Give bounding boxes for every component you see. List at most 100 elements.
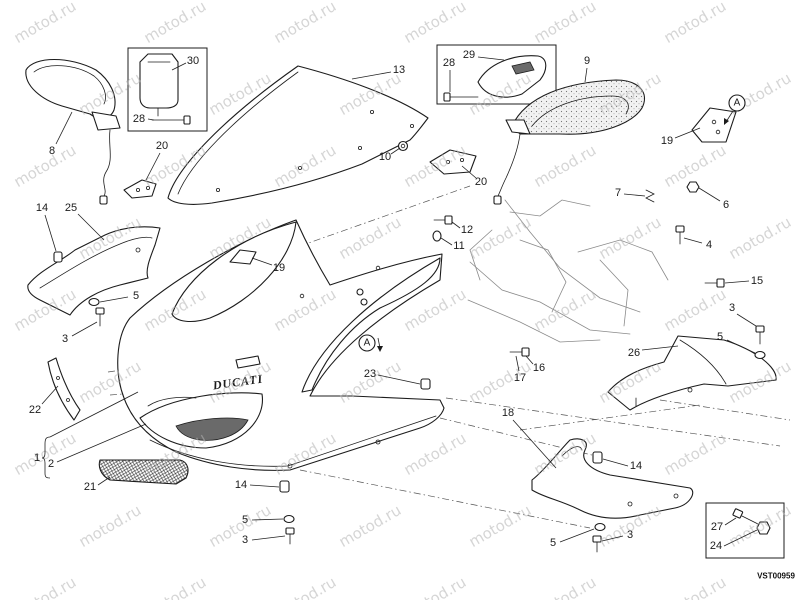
bracket-body: [531, 438, 694, 519]
leader-line: [249, 484, 280, 488]
leader-line: [512, 419, 557, 469]
grille-mesh: [98, 459, 189, 485]
leader-line: [351, 71, 392, 80]
callout-label: 14: [36, 202, 48, 214]
bolt-head: [285, 527, 295, 535]
leader-line: [698, 187, 721, 202]
callout-label: 16: [533, 362, 545, 374]
trim-body: [47, 357, 81, 421]
frame-line: [509, 199, 591, 217]
bolt-15: [704, 278, 725, 288]
washer-5: [88, 297, 100, 307]
screw-27-shank: [741, 515, 759, 525]
leader-line: [683, 237, 703, 244]
watermark-text: motod.ru: [11, 0, 80, 47]
marker-arrowhead: [724, 118, 729, 125]
panel-hole: [687, 387, 693, 393]
windscreen-hole: [215, 187, 220, 192]
bracket-hole: [673, 493, 679, 499]
watermark-text: motod.ru: [661, 285, 730, 335]
leader-line: [525, 355, 534, 365]
bolt-4: [675, 225, 685, 245]
callout-label: 3: [62, 333, 68, 345]
grommet-14: [592, 451, 603, 464]
callout-label: 14: [235, 479, 247, 491]
leader-line: [44, 214, 57, 252]
callout-label: 30: [187, 55, 199, 67]
callout-label: 5: [133, 290, 139, 302]
bolt-3: [95, 307, 105, 327]
watermark-text: motod.ru: [531, 0, 600, 47]
mirror-housing: [25, 58, 116, 119]
bolt-head: [444, 215, 453, 225]
windscreen: [167, 65, 429, 205]
windscreen-13: [167, 65, 429, 205]
marker-letter: A: [734, 98, 741, 109]
callout-label: 5: [717, 331, 723, 343]
assembly-line: [299, 185, 471, 247]
drawing-code: VST00959: [757, 572, 795, 581]
watermark-text: motod.ru: [661, 429, 730, 479]
leader-line: [99, 296, 129, 303]
frame-line: [519, 239, 567, 313]
leader-line: [56, 423, 147, 463]
trim-hole: [66, 398, 70, 402]
watermark-text: motod.ru: [531, 285, 600, 335]
bracket-20-left: [123, 179, 157, 199]
detail-box-right: [436, 44, 557, 105]
callout-label: 6: [723, 199, 729, 211]
front-fairing: DUCATI: [117, 219, 445, 471]
callout-label: 17: [514, 372, 526, 384]
leader-line: [726, 339, 756, 354]
watermark-text: motod.ru: [11, 141, 80, 191]
plate-19-right: [691, 107, 737, 143]
callout-label: 20: [156, 140, 168, 152]
watermark-text: motod.ru: [531, 141, 600, 191]
mirror-right: [493, 79, 645, 205]
watermark-text: motod.ru: [271, 573, 340, 600]
fairing-connector: [235, 355, 261, 369]
grille-21: [98, 459, 189, 485]
leader-line: [515, 355, 520, 372]
mirror-left: [25, 58, 121, 205]
watermark-text: motod.ru: [141, 0, 210, 47]
leader-line: [736, 313, 757, 327]
detail-box-frame: [436, 44, 557, 105]
air-intake-duct: [175, 417, 249, 441]
bolt-head: [675, 225, 685, 233]
bolt-3: [285, 527, 295, 545]
callout-label: 7: [615, 187, 621, 199]
fairing-hole: [287, 463, 293, 469]
leader-line: [724, 280, 750, 284]
frame-line: [504, 199, 641, 313]
spring-clip: [645, 189, 655, 203]
watermark-text: motod.ru: [336, 501, 405, 551]
leader-line: [584, 67, 588, 83]
callout-label: 4: [706, 239, 712, 251]
callout-labels: 30 28 8 20 13 10 29 28 9 19 20 7 6 14 25…: [29, 49, 763, 552]
callout-label: 26: [628, 347, 640, 359]
callout-label: 23: [364, 368, 376, 380]
callout-label: 25: [65, 202, 77, 214]
windscreen-hole: [357, 145, 362, 150]
callout-label: 3: [627, 529, 633, 541]
watermark-text: motod.ru: [401, 573, 470, 600]
leader-line: [171, 62, 187, 71]
reference-marker-a: A: [358, 334, 383, 352]
leader-line: [390, 147, 401, 155]
leader-line: [251, 257, 273, 266]
mirror-cable: [103, 129, 111, 197]
mirror-stem: [91, 111, 121, 131]
leader-line: [559, 528, 595, 543]
nut-body: [397, 140, 409, 152]
leader-line: [602, 458, 629, 467]
windscreen-hole: [409, 124, 414, 129]
leader-line: [251, 518, 284, 521]
fairing-hole: [375, 439, 381, 445]
callout-label: 5: [242, 514, 248, 526]
fairing-grommet: [360, 298, 368, 306]
panel-26: [607, 335, 777, 411]
belly-edge: [149, 415, 437, 467]
leader-line: [147, 118, 155, 121]
mirror-cable: [497, 133, 521, 197]
